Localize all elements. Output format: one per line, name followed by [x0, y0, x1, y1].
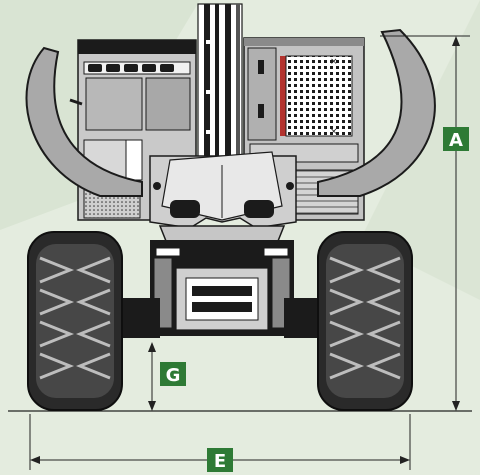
dimension-a: A	[380, 35, 470, 411]
cab-window-guard	[285, 55, 353, 137]
dimension-g-letter: G	[166, 365, 181, 386]
bunk-stake-left	[25, 46, 143, 197]
boom-mast	[197, 3, 243, 165]
dimension-e-letter: E	[214, 451, 226, 472]
dimension-e-arrow-left	[30, 456, 40, 464]
bolt-mark-top: ×	[330, 57, 338, 67]
dimension-g: G	[148, 342, 186, 411]
bunk-stake-right	[317, 28, 436, 197]
tire-right	[317, 231, 413, 411]
bunk-bolster	[149, 151, 297, 229]
dimension-e-badge	[207, 448, 233, 472]
chassis-frame	[150, 225, 294, 336]
dimension-g-arrow-bottom	[148, 401, 156, 411]
bolt-mark-bottom: ×	[330, 127, 338, 137]
dimension-g-badge	[160, 362, 186, 386]
dimension-e: E	[29, 414, 411, 472]
forwarder-machine: × ×	[25, 3, 436, 411]
dimension-a-badge	[443, 127, 469, 151]
antenna	[69, 98, 83, 106]
dimension-a-letter: A	[449, 130, 463, 151]
tire-left	[27, 231, 123, 411]
dimension-g-arrow-top	[148, 342, 156, 352]
dimension-a-arrow-top	[452, 36, 460, 46]
dimension-a-arrow-bottom	[452, 401, 460, 411]
cab-accent	[280, 56, 286, 136]
dimension-e-arrow-right	[400, 456, 410, 464]
